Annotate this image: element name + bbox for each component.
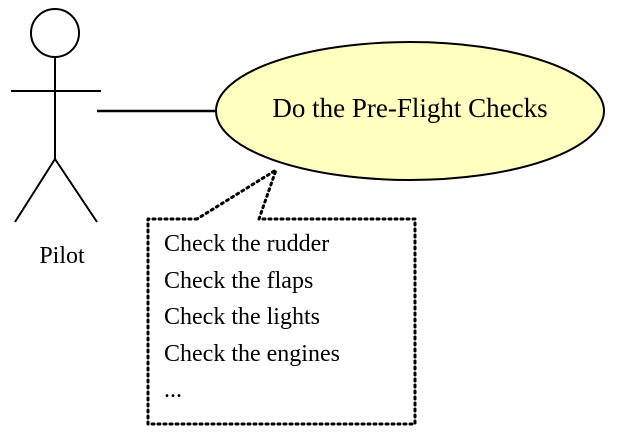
use-case-ellipse [215, 41, 605, 181]
actor-label: Pilot [39, 243, 85, 269]
actor-head [30, 8, 80, 58]
note-line-ellipsis: ... [164, 377, 182, 403]
note-line-lights: Check the lights [164, 304, 320, 330]
note-line-engines: Check the engines [164, 340, 340, 367]
actor-right-leg [54, 158, 98, 223]
note-text: Check the rudder Check the flaps Check t… [164, 226, 412, 409]
pilot-actor-figure [11, 8, 101, 223]
note-line-rudder: Check the rudder [164, 231, 330, 257]
use-case-label: Do the Pre-Flight Checks [272, 93, 548, 123]
actor-left-leg [14, 158, 56, 223]
note-line-flaps: Check the flaps [164, 267, 314, 294]
note-callout-border [146, 168, 417, 426]
